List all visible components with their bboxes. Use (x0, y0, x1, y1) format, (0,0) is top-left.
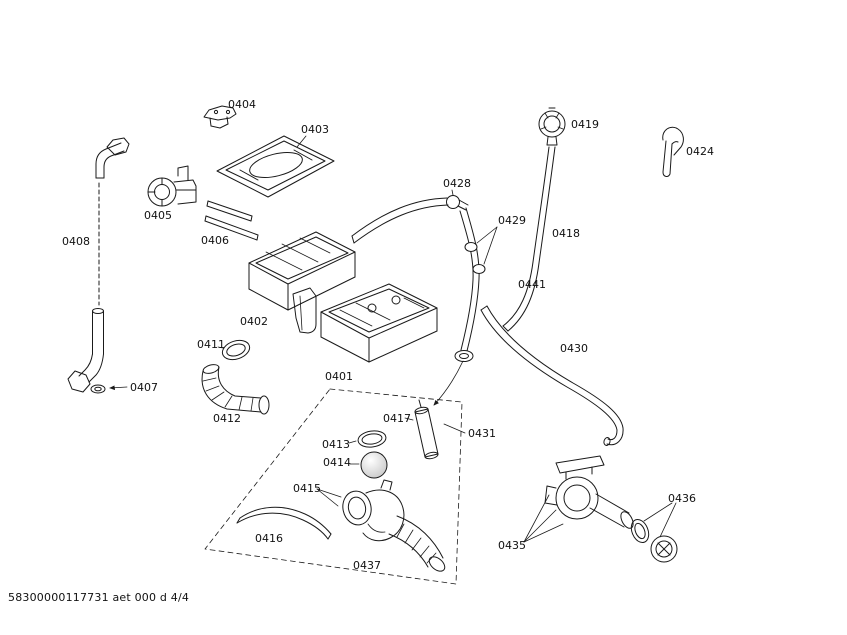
part-0413-o-ring (348, 430, 387, 448)
part-label-0403: 0403 (301, 123, 329, 136)
part-label-0417: 0417 (383, 412, 411, 425)
part-0436-seal-and-plug (630, 502, 678, 563)
part-0406-hose-pair (204, 200, 259, 241)
part-0416-hose (236, 506, 332, 540)
part-0417-chamber (404, 399, 439, 460)
part-label-0411: 0411 (197, 338, 225, 351)
part-0430-drain-hose (480, 305, 624, 446)
part-label-0405: 0405 (144, 209, 172, 222)
part-label-0430: 0430 (560, 342, 588, 355)
part-0401-dispenser-housing (320, 283, 438, 363)
part-label-0435: 0435 (498, 539, 526, 552)
part-0429-hose-clamps (464, 226, 498, 274)
part-0404-bracket (203, 105, 237, 129)
part-0437-pump-housing (342, 479, 446, 572)
part-0403-dispenser-cover (216, 135, 335, 198)
part-label-0424: 0424 (686, 145, 714, 158)
part-label-0418: 0418 (552, 227, 580, 240)
document-code: 58300000117731 aet 000 d 4/4 (8, 591, 190, 604)
assembly-boundary-dashed (204, 388, 463, 585)
part-label-0412: 0412 (213, 412, 241, 425)
part-label-0429: 0429 (498, 214, 526, 227)
part-label-0436: 0436 (668, 492, 696, 505)
part-0435-drain-pump (523, 455, 634, 543)
part-label-0408: 0408 (62, 235, 90, 248)
part-0428-hose (351, 189, 469, 244)
grommet-ring (454, 350, 474, 362)
part-label-0419: 0419 (571, 118, 599, 131)
part-0412-bellows-elbow (201, 364, 270, 415)
part-label-0404: 0404 (228, 98, 256, 111)
part-label-0428: 0428 (443, 177, 471, 190)
part-label-0414: 0414 (323, 456, 351, 469)
part-0414-check-ball (349, 451, 388, 479)
part-0419-pressure-switch (538, 107, 566, 146)
part-0408-inlet-hose (67, 137, 130, 393)
part-label-0406: 0406 (201, 234, 229, 247)
part-label-0437: 0437 (353, 559, 381, 572)
part-label-0415: 0415 (293, 482, 321, 495)
part-0405-water-valve (147, 165, 197, 207)
part-label-0402: 0402 (240, 315, 268, 328)
part-0431-hose-connection (433, 360, 466, 434)
part-0411-seal-ring (217, 339, 251, 361)
part-0415-leaders (316, 488, 342, 507)
part-labels: 0404 0403 0419 0424 0428 0405 0429 0418 … (62, 98, 714, 572)
part-label-0413: 0413 (322, 438, 350, 451)
part-label-0401: 0401 (325, 370, 353, 383)
part-label-0431: 0431 (468, 427, 496, 440)
part-0424-hose-clip (662, 126, 684, 177)
part-0407-washer (90, 384, 128, 394)
part-label-0441: 0441 (518, 278, 546, 291)
part-0441-hose (459, 207, 480, 352)
part-label-0407: 0407 (130, 381, 158, 394)
part-0418-hose (502, 146, 556, 332)
part-0402-detergent-drawer (248, 231, 356, 334)
part-label-0416: 0416 (255, 532, 283, 545)
